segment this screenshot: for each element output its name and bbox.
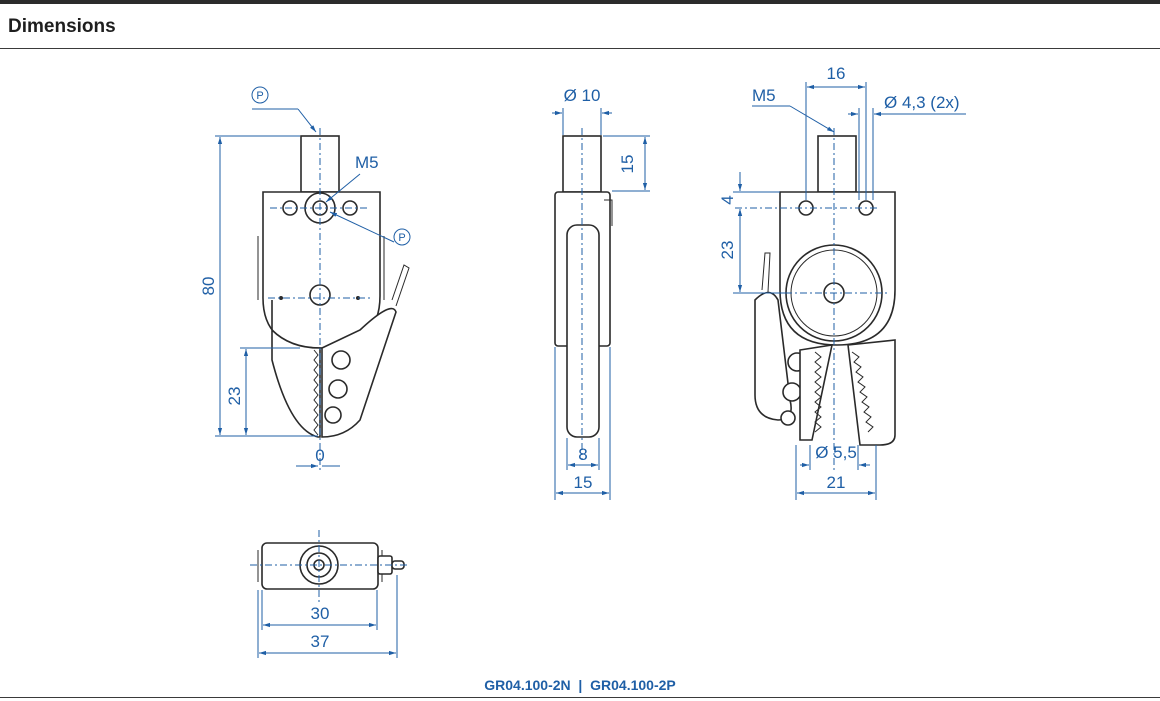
front-view: 80 23 0 P P M5	[199, 86, 411, 470]
stem-rear	[817, 135, 857, 193]
dim-inner-width: 30	[311, 604, 330, 623]
model-number-b: GR04.100-2P	[590, 677, 676, 693]
port-marker-side: P	[398, 232, 405, 244]
jaw-left	[271, 300, 321, 438]
title-divider	[0, 48, 1160, 49]
dim-offset: 0	[315, 446, 324, 465]
thread-label-front: M5	[355, 153, 379, 172]
section-title: Dimensions	[8, 16, 116, 37]
dim-hole-diameter: Ø 4,3 (2x)	[884, 93, 960, 112]
side-view: Ø 10 15 8 15	[552, 86, 650, 500]
dim-stem-length: 15	[618, 155, 637, 174]
dim-stem-diameter: Ø 10	[564, 86, 601, 105]
dim-open-width: 21	[827, 473, 846, 492]
model-separator: |	[578, 677, 583, 693]
dim-jaw-width: 8	[578, 445, 587, 464]
jaw-side	[566, 224, 600, 438]
dim-outer-width: 37	[311, 632, 330, 651]
dim-body-width: 15	[574, 473, 593, 492]
model-number-a: GR04.100-2N	[484, 677, 571, 693]
model-caption: GR04.100-2N | GR04.100-2P	[0, 677, 1160, 693]
dim-offset-top: 4	[718, 195, 737, 204]
dim-jaw-height: 23	[225, 387, 244, 406]
dim-height-total: 80	[199, 277, 218, 296]
top-view: 30 37	[250, 530, 410, 658]
top-rule	[0, 0, 1160, 4]
port-marker-top: P	[256, 90, 263, 102]
rear-view: 16 Ø 4,3 (2x) M5 4 23 Ø 5,5 21	[718, 64, 966, 500]
thread-label-rear: M5	[752, 86, 776, 105]
dim-pivot-height: 23	[718, 241, 737, 260]
dim-hole-spacing: 16	[827, 64, 846, 83]
jaw-right	[321, 307, 397, 438]
dim-pivot-diameter: Ø 5,5	[815, 443, 857, 462]
bottom-rule	[0, 697, 1160, 698]
